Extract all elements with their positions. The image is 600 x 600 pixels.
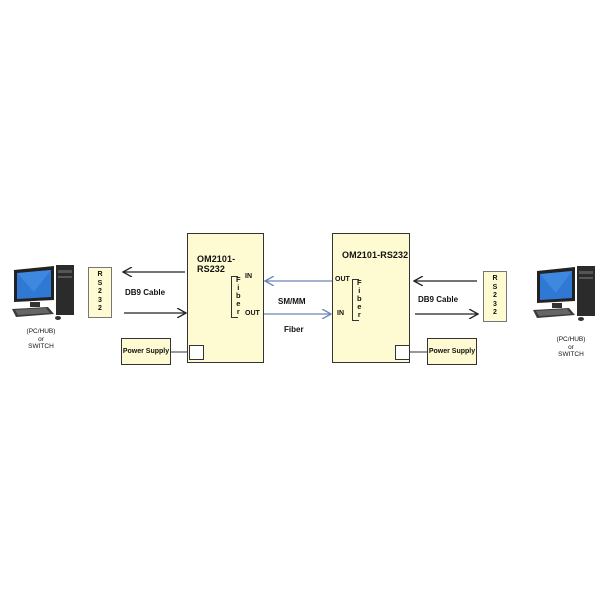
left-power-port	[189, 345, 204, 360]
fiber-media-label: Fiber	[284, 325, 304, 334]
left-caption-line-1: (PC/HUB)	[26, 328, 56, 335]
fiber-mode-label: SM/MM	[278, 297, 306, 306]
left-fiber-letters: F i b e r	[236, 276, 241, 316]
right-device-caption: (PC/HUB) or SWITCH	[548, 336, 594, 359]
left-rs232-box: R S 2 3 2	[88, 267, 112, 318]
left-fiber-letter: F	[236, 275, 241, 284]
left-caption-line-3: SWITCH	[28, 343, 54, 350]
right-rs232-letter: S	[492, 283, 498, 291]
left-rs232-letter: S	[97, 279, 103, 287]
right-port-in-label: IN	[337, 310, 344, 317]
right-rs232-letter: R	[492, 275, 498, 283]
right-power-port	[395, 345, 410, 360]
left-port-out-label: OUT	[245, 310, 260, 317]
right-caption-line-3: SWITCH	[558, 351, 584, 358]
left-computer-icon	[8, 262, 78, 322]
left-rs232-letter: 3	[98, 296, 102, 304]
right-fiber-letter: F	[357, 278, 362, 287]
left-power-supply: Power Supply	[121, 338, 171, 365]
left-fiber-letter: r	[236, 307, 240, 316]
right-converter: OM2101-RS232 OUT IN F i b e r	[332, 233, 410, 363]
right-cable-label: DB9 Cable	[418, 295, 459, 304]
left-caption-line-2: or	[38, 335, 44, 343]
right-fiber-letter: e	[357, 302, 362, 311]
right-rs232-letter: 3	[493, 300, 497, 308]
left-fiber-letter: e	[236, 299, 241, 308]
right-fiber-bracket	[352, 279, 359, 321]
left-rs232-letter: 2	[98, 288, 102, 296]
left-rs232-letter: 2	[98, 305, 102, 313]
right-fiber-letters: F i b e r	[357, 279, 362, 319]
right-rs232-letter: 2	[493, 292, 497, 300]
left-fiber-bracket	[231, 276, 238, 318]
right-caption-line-2: or	[568, 343, 574, 351]
left-converter-title: OM2101-RS232	[197, 254, 236, 274]
right-computer-icon	[531, 263, 600, 323]
right-fiber-letter: b	[357, 294, 362, 303]
right-rs232-letter: 2	[493, 309, 497, 317]
right-caption-line-1: (PC/HUB)	[556, 336, 586, 343]
right-fiber-letter: i	[358, 286, 361, 295]
right-port-out-label: OUT	[335, 276, 350, 283]
left-converter: OM2101-RS232 IN OUT F i b e r	[187, 233, 264, 363]
left-device-caption: (PC/HUB) or SWITCH	[18, 328, 64, 351]
right-converter-title: OM2101-RS232	[342, 250, 409, 260]
right-fiber-letter: r	[357, 310, 361, 319]
left-fiber-letter: b	[236, 291, 241, 300]
left-cable-label: DB9 Cable	[125, 288, 166, 297]
left-port-in-label: IN	[245, 273, 252, 280]
right-power-supply: Power Supply	[427, 338, 477, 365]
left-fiber-letter: i	[237, 283, 240, 292]
right-rs232-box: R S 2 3 2	[483, 271, 507, 322]
left-rs232-letter: R	[97, 271, 103, 279]
